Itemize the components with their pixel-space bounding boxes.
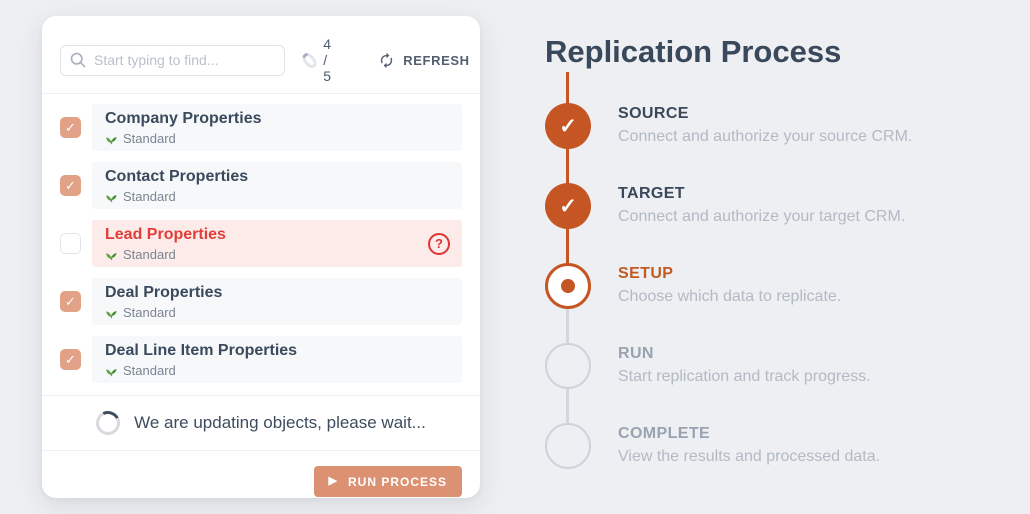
step-text: COMPLETE View the results and processed … [618,424,880,468]
check-icon: ✓ [559,114,577,138]
list-item-title: Contact Properties [105,168,249,185]
sprout-icon [106,253,117,261]
list-item-title: Deal Line Item Properties [105,342,298,359]
play-icon: ▶ [328,475,338,487]
toolbar: 4 / 5 REFRESH [42,16,480,94]
subtitle-label: Standard [123,247,176,262]
status-bar: We are updating objects, please wait... [42,396,480,451]
progress-ring-icon [299,49,320,71]
step-description: Choose which data to replicate. [618,288,842,305]
list-item-body[interactable]: Company Properties Standard ? [92,104,462,151]
step-description: View the results and processed data. [618,448,881,465]
properties-panel: 4 / 5 REFRESH ✓ Company Properties [42,16,480,498]
step-label: TARGET [618,185,685,202]
list-item-subtitle: Standard [105,363,450,378]
counter-value: 4 / 5 [323,36,332,84]
list-item: ✓ Lead Properties Standard ? [60,220,462,267]
step-text: TARGET Connect and authorize your target… [618,184,905,228]
checkbox[interactable]: ✓ [60,349,81,370]
stepper: ✓ SOURCE Connect and authorize your sour… [545,72,995,469]
check-icon: ✓ [65,294,76,309]
step-label: SOURCE [618,105,689,122]
page-title: Replication Process [545,34,842,69]
step-circle: ✓ [545,263,591,309]
list-item-body[interactable]: Deal Properties Standard ? [92,278,462,325]
check-icon: ✓ [65,120,76,135]
list-item: ✓ Deal Properties Standard ? [60,278,462,325]
step-text: SOURCE Connect and authorize your source… [618,104,912,148]
checkbox[interactable]: ✓ [60,291,81,312]
refresh-icon [381,52,393,68]
step-text: RUN Start replication and track progress… [618,344,871,388]
refresh-label: REFRESH [403,52,470,68]
list-item-text: Company Properties Standard [105,109,450,146]
list-item-text: Lead Properties Standard [105,225,428,262]
list-item: ✓ Deal Line Item Properties Standard ? [60,336,462,383]
check-icon: ✓ [65,352,76,367]
sprout-icon [106,195,117,203]
card-footer: ▶ RUN PROCESS [42,451,480,497]
refresh-button[interactable]: REFRESH [378,52,469,69]
list-item-body[interactable]: Lead Properties Standard ? [92,220,462,267]
step-circle: ✓ [545,103,591,149]
subtitle-label: Standard [123,131,176,146]
list-item-body[interactable]: Deal Line Item Properties Standard ? [92,336,462,383]
step-setup: ✓ SETUP Choose which data to replicate. [545,263,995,309]
check-icon: ✓ [65,178,76,193]
list-item-subtitle: Standard [105,131,450,146]
checkbox[interactable]: ✓ [60,233,81,254]
sprout-icon [106,369,117,377]
step-circle: ✓ [545,183,591,229]
list-item-title: Deal Properties [105,284,223,301]
step-label: RUN [618,345,654,362]
list-item-subtitle: Standard [105,189,450,204]
list-item-text: Deal Line Item Properties Standard [105,341,450,378]
list-item-body[interactable]: Contact Properties Standard ? [92,162,462,209]
loading-spinner-icon [93,407,124,439]
list-item-title: Company Properties [105,110,262,127]
check-icon: ✓ [559,194,577,218]
sprout-icon [106,137,117,145]
object-counter: 4 / 5 [299,36,337,84]
run-process-button[interactable]: ▶ RUN PROCESS [313,466,462,497]
list-item-subtitle: Standard [105,305,450,320]
list-item-text: Contact Properties Standard [105,167,450,204]
step-description: Start replication and track progress. [618,368,871,385]
search-input[interactable] [60,44,285,76]
status-message: We are updating objects, please wait... [134,413,426,432]
list-item-title: Lead Properties [105,226,226,243]
list-item-text: Deal Properties Standard [105,283,450,320]
list-item-subtitle: Standard [105,247,428,262]
checkbox[interactable]: ✓ [60,117,81,138]
object-list: ✓ Company Properties Standard ? ✓ [42,94,480,396]
replication-process-panel: Replication Process ✓ SOURCE Connect and… [545,30,995,469]
step-description: Connect and authorize your target CRM. [618,208,906,225]
list-item: ✓ Contact Properties Standard ? [60,162,462,209]
step-run: ✓ RUN Start replication and track progre… [545,343,995,389]
checkbox[interactable]: ✓ [60,175,81,196]
subtitle-label: Standard [123,189,176,204]
step-label: COMPLETE [618,425,711,442]
step-circle: ✓ [545,343,591,389]
step-description: Connect and authorize your source CRM. [618,128,913,145]
step-text: SETUP Choose which data to replicate. [618,264,841,308]
step-complete: ✓ COMPLETE View the results and processe… [545,423,995,469]
step-circle: ✓ [545,423,591,469]
active-dot-icon [561,279,575,293]
list-item: ✓ Company Properties Standard ? [60,104,462,151]
step-target: ✓ TARGET Connect and authorize your targ… [545,183,995,229]
search-icon [70,52,86,67]
help-icon[interactable]: ? [428,232,450,255]
run-process-label: RUN PROCESS [347,474,447,489]
search-box [60,44,285,76]
step-label: SETUP [618,265,674,282]
subtitle-label: Standard [123,305,176,320]
subtitle-label: Standard [123,363,176,378]
sprout-icon [106,311,117,319]
stepper-connector-completed [566,72,569,286]
step-source: ✓ SOURCE Connect and authorize your sour… [545,103,995,149]
